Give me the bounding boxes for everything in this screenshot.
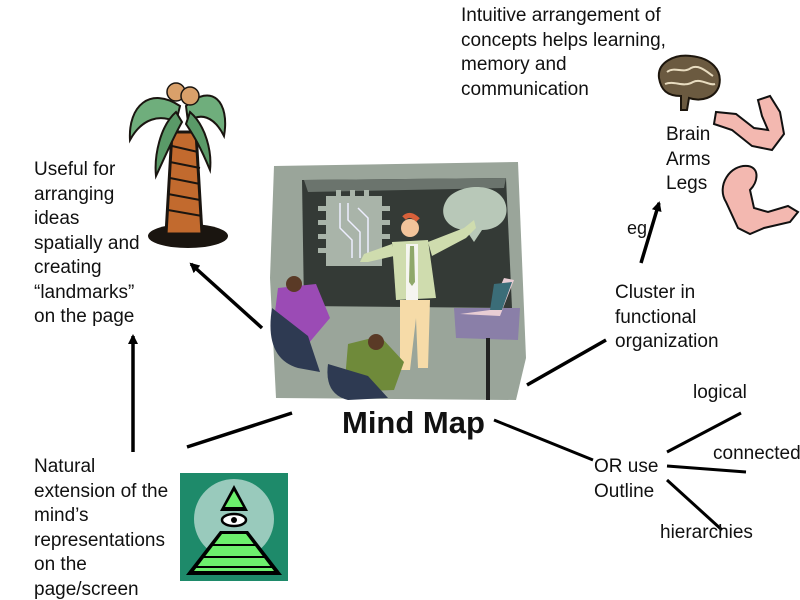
- line-center-to-outline: [493, 418, 594, 462]
- node-connected: connected: [713, 443, 800, 464]
- node-natural-extension: Natural extension of the mind’s represen…: [34, 456, 169, 600]
- node-logical: logical: [693, 382, 747, 403]
- board-brain-icon: [443, 187, 507, 242]
- node-cluster: Cluster in functional organization: [615, 282, 719, 352]
- label-eg: eg: [627, 218, 648, 238]
- node-examples: Brain Arms Legs: [666, 124, 711, 194]
- brain-image: [657, 54, 721, 111]
- line-center-to-natural: [186, 411, 293, 449]
- arm-image: [712, 94, 786, 152]
- node-intuitive-arrangement: Intuitive arrangement of concepts helps …: [461, 5, 666, 100]
- arrow-eg-to-examples: [639, 201, 662, 264]
- laptop-desk: [454, 278, 520, 400]
- arrow-to-palm: [189, 262, 264, 330]
- node-hierarchies: hierarchies: [660, 522, 753, 543]
- palm-tree-image: [128, 82, 228, 248]
- line-outline-to-connected: [666, 464, 747, 474]
- node-outline: OR use Outline: [594, 456, 659, 502]
- line-outline-to-logical: [666, 411, 742, 454]
- leg-image: [721, 164, 800, 236]
- pyramid-eye-image: [180, 473, 288, 581]
- line-center-to-cluster: [526, 338, 607, 387]
- node-useful-for-arranging: Useful for arranging ideas spatially and…: [34, 159, 140, 327]
- presenter-classroom-image: [270, 162, 526, 400]
- presenter-figure: [360, 212, 476, 370]
- line-outline-to-hierarchies: [665, 478, 724, 532]
- central-topic: Mind Map: [342, 405, 485, 440]
- seated-students: [270, 276, 404, 400]
